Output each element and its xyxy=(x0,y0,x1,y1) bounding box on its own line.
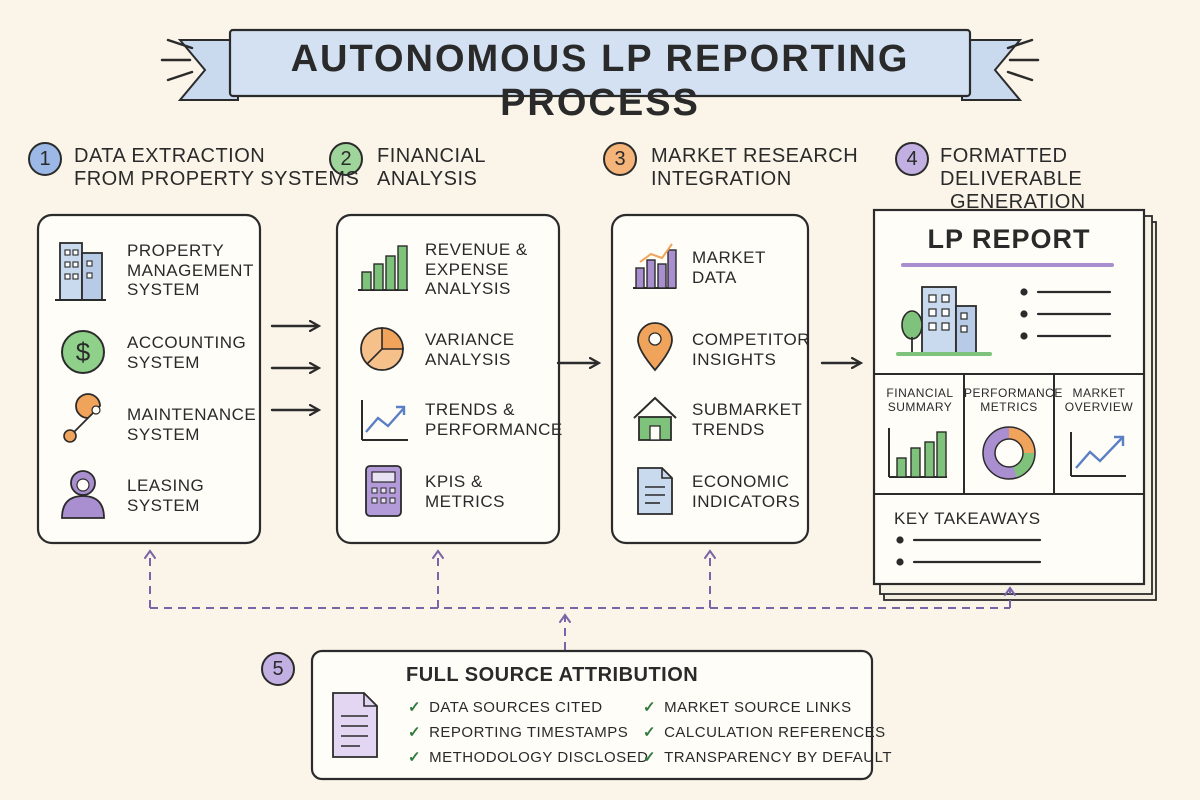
title-ribbon xyxy=(177,28,1023,101)
item-competitor-insights: COMPETITOR INSIGHTS xyxy=(692,330,811,369)
report-title: LP REPORT xyxy=(927,224,1091,254)
check-data-sources: ✓DATA SOURCES CITED xyxy=(408,699,603,716)
step-4-number: 4 xyxy=(895,142,929,176)
step-2-title: FINANCIAL ANALYSIS xyxy=(377,145,486,190)
item-property-management: PROPERTY MANAGEMENT SYSTEM xyxy=(127,241,254,300)
step-3-number: 3 xyxy=(603,142,637,176)
step-1-number: 1 xyxy=(28,142,62,176)
report-building-illustration xyxy=(896,286,992,356)
check-calculation-references: ✓CALCULATION REFERENCES xyxy=(643,724,886,741)
item-maintenance: MAINTENANCE SYSTEM xyxy=(127,405,257,444)
item-economic-indicators: ECONOMIC INDICATORS xyxy=(692,472,801,511)
step-3-box xyxy=(610,213,810,545)
house-icon xyxy=(633,396,677,441)
item-variance: VARIANCE ANALYSIS xyxy=(425,330,515,369)
panel-financial-summary: FINANCIAL SUMMARY xyxy=(886,386,954,414)
key-takeaways-title: KEY TAKEAWAYS xyxy=(894,509,1041,528)
location-pin-icon xyxy=(637,322,673,372)
step-5-number: 5 xyxy=(261,652,295,686)
check-transparency: ✓TRANSPARENCY BY DEFAULT xyxy=(643,749,893,766)
dollar-icon: $ xyxy=(61,330,105,374)
attribution-dashed-links xyxy=(144,549,1016,650)
attribution-document-icon xyxy=(332,692,378,758)
step-3-title: MARKET RESEARCH INTEGRATION xyxy=(651,145,859,190)
item-revenue-expense: REVENUE & EXPENSE ANALYSIS xyxy=(425,240,528,299)
attribution-box xyxy=(310,649,874,781)
svg-text:$: $ xyxy=(76,337,91,367)
check-market-source-links: ✓MARKET SOURCE LINKS xyxy=(643,699,852,716)
check-icon: ✓ xyxy=(643,699,657,716)
check-icon: ✓ xyxy=(408,699,422,716)
building-icon xyxy=(55,242,106,301)
item-submarket-trends: SUBMARKET TRENDS xyxy=(692,400,803,439)
trend-line-icon xyxy=(361,400,408,441)
panel-performance-metrics: PERFORMANCE METRICS xyxy=(964,386,1063,414)
document-icon xyxy=(637,467,673,515)
financial-summary-bar-icon xyxy=(888,428,947,478)
check-methodology: ✓METHODOLOGY DISCLOSED xyxy=(408,749,649,766)
bar-chart-icon xyxy=(358,245,408,291)
page-title: AUTONOMOUS LP REPORTING PROCESS xyxy=(290,38,910,124)
person-icon xyxy=(61,470,105,519)
step-2-number: 2 xyxy=(329,142,363,176)
check-icon: ✓ xyxy=(643,724,657,741)
panel-market-overview: MARKET OVERVIEW xyxy=(1064,386,1134,414)
item-leasing: LEASING SYSTEM xyxy=(127,476,205,515)
check-reporting-timestamps: ✓REPORTING TIMESTAMPS xyxy=(408,724,629,741)
market-overview-trend-icon xyxy=(1070,432,1126,477)
check-icon: ✓ xyxy=(643,749,657,766)
item-market-data: MARKET DATA xyxy=(692,248,766,287)
market-bar-icon xyxy=(633,243,677,289)
wrench-icon xyxy=(63,393,101,443)
calculator-icon xyxy=(365,465,402,517)
step-2-box xyxy=(335,213,561,545)
check-icon: ✓ xyxy=(408,749,422,766)
item-accounting: ACCOUNTING SYSTEM xyxy=(127,333,247,372)
flow-arrows xyxy=(270,326,860,410)
check-icon: ✓ xyxy=(408,724,422,741)
lp-report-document xyxy=(872,208,1157,601)
takeaways-bullet-lines xyxy=(896,536,1042,566)
report-bullet-lines xyxy=(1020,288,1112,340)
attribution-title: FULL SOURCE ATTRIBUTION xyxy=(406,664,699,686)
performance-donut-icon xyxy=(982,426,1036,480)
pie-chart-icon xyxy=(360,327,404,371)
title-accent-lines xyxy=(160,38,1040,82)
item-kpis-metrics: KPIS & METRICS xyxy=(425,472,505,511)
step-4-title: FORMATTED DELIVERABLE GENERATION xyxy=(940,145,1086,213)
step-1-title: DATA EXTRACTION FROM PROPERTY SYSTEMS xyxy=(74,145,360,190)
item-trends-performance: TRENDS & PERFORMANCE xyxy=(425,400,563,439)
